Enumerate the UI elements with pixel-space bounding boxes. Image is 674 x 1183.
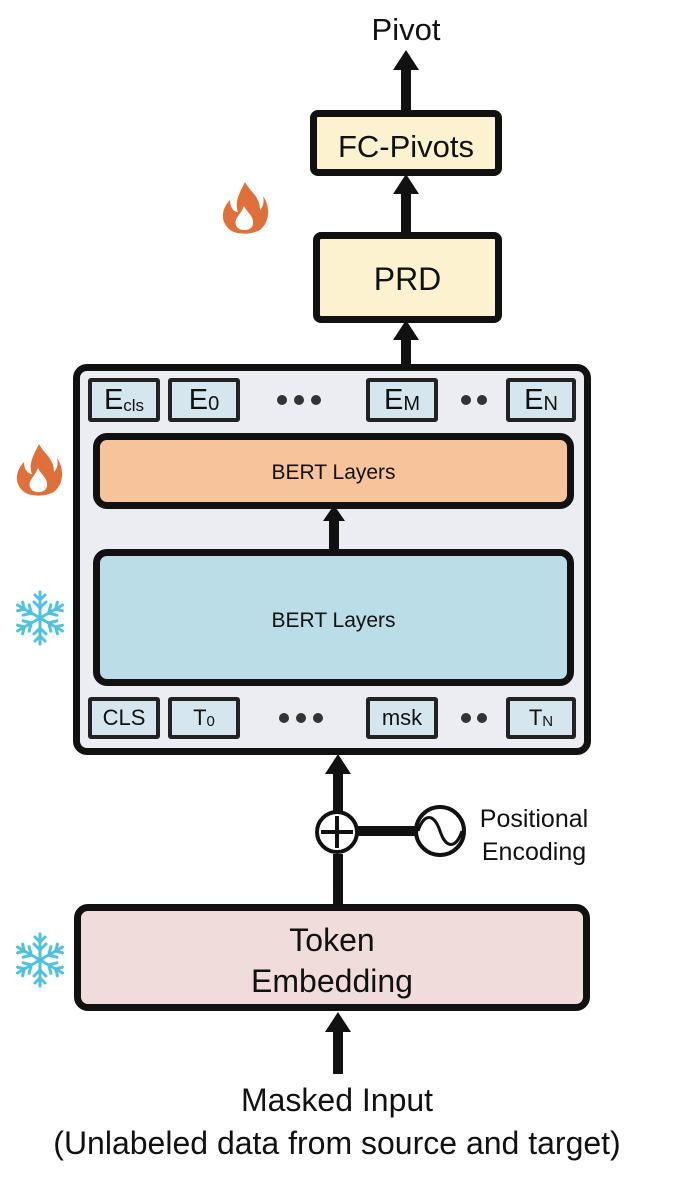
arrow-encoder-to-prd bbox=[393, 320, 419, 378]
sine-wave-icon bbox=[414, 805, 466, 857]
input-token-msk: msk bbox=[366, 697, 438, 739]
bert-layers-top: BERT Layers bbox=[93, 433, 574, 509]
input-label-line2: (Unlabeled data from source and target) bbox=[53, 1125, 621, 1161]
input-token-cls: CLS bbox=[88, 697, 160, 739]
snowflake-icon bbox=[15, 932, 65, 988]
output-token-n-sub: N bbox=[543, 393, 558, 415]
output-token-cls-sub: cls bbox=[123, 395, 145, 415]
output-ellipsis-1 bbox=[277, 395, 321, 405]
snowflake-icon bbox=[15, 590, 65, 646]
input-token-n-main: T bbox=[528, 705, 543, 730]
output-label: Pivot bbox=[371, 12, 441, 47]
input-token-0-main: T bbox=[193, 705, 207, 730]
arrow-sum-to-encoder bbox=[325, 754, 351, 812]
input-token-n-sub: N bbox=[542, 712, 554, 730]
positional-connector bbox=[357, 826, 417, 836]
input-token-msk-main: msk bbox=[381, 705, 423, 730]
bert-layers-bottom-label: BERT Layers bbox=[271, 609, 396, 632]
arrow-bert-bottom-to-top bbox=[323, 505, 345, 553]
fc-pivots-box: FC-Pivots bbox=[310, 110, 502, 176]
positional-label-line1: Positional bbox=[479, 805, 589, 833]
output-token-m-main: E bbox=[383, 383, 404, 416]
prd-box: PRD bbox=[313, 232, 502, 323]
fc-pivots-label: FC-Pivots bbox=[337, 129, 475, 164]
sum-icon bbox=[315, 810, 359, 854]
arrow-input-to-embedding bbox=[325, 1012, 351, 1074]
token-embedding-box: Token Embedding bbox=[74, 904, 590, 1011]
input-token-0-sub: 0 bbox=[206, 712, 215, 730]
input-label-line1: Masked Input bbox=[240, 1082, 434, 1118]
input-ellipsis-1 bbox=[279, 713, 323, 723]
embedding-connector bbox=[333, 854, 343, 910]
output-token-0-main: E bbox=[188, 383, 209, 416]
bert-layers-top-label: BERT Layers bbox=[271, 461, 396, 484]
token-embedding-line1: Token bbox=[289, 922, 375, 958]
bert-layers-bottom: BERT Layers bbox=[93, 549, 574, 686]
prd-label: PRD bbox=[373, 261, 442, 297]
fire-icon bbox=[16, 444, 63, 496]
output-token-n-main: E bbox=[524, 383, 544, 416]
output-ellipsis-2 bbox=[461, 395, 487, 405]
arrow-prd-to-fc bbox=[393, 174, 419, 236]
output-token-0-sub: 0 bbox=[208, 393, 220, 415]
fire-icon bbox=[222, 182, 269, 234]
arrow-fc-to-pivot bbox=[393, 50, 419, 112]
output-token-cls-main: E bbox=[103, 383, 124, 416]
token-embedding-line2: Embedding bbox=[251, 963, 413, 999]
input-token-cls-main: CLS bbox=[102, 705, 146, 730]
output-token-m-sub: M bbox=[403, 393, 420, 415]
input-ellipsis-2 bbox=[461, 713, 487, 723]
positional-label-line2: Encoding bbox=[481, 838, 587, 866]
